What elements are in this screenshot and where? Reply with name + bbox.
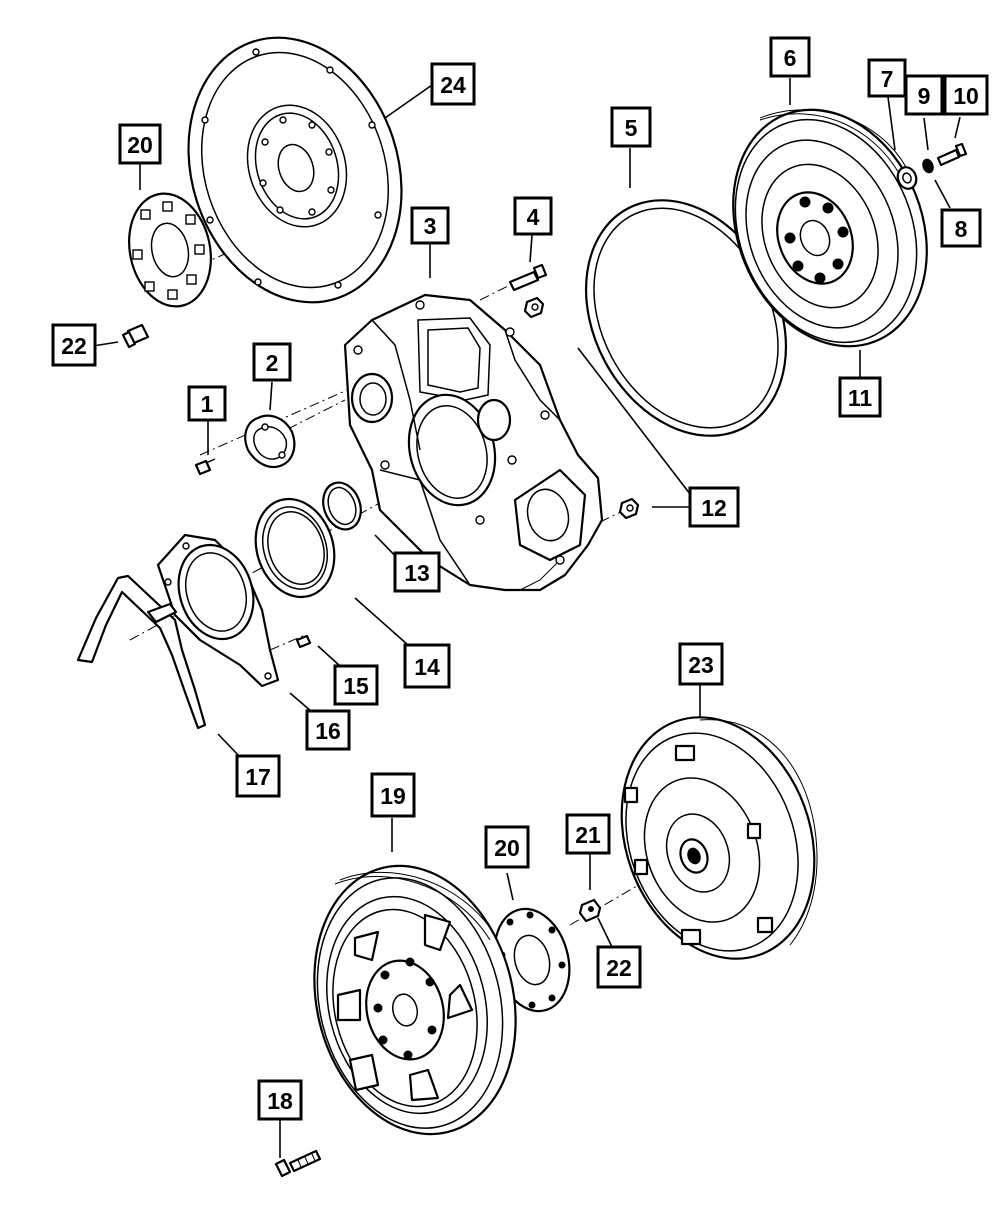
callout-12-label: 12: [701, 495, 727, 521]
part-12-nut-upper: [523, 296, 545, 319]
part-20-retainer-plate-upper: [128, 192, 212, 308]
callout-5: 5: [610, 106, 652, 148]
callout-10: 10: [943, 74, 989, 116]
callout-20-lower: 20: [484, 825, 530, 869]
callout-11-label: 11: [848, 385, 873, 411]
part-8-washer: [922, 158, 934, 174]
callout-20-upper: 20: [118, 123, 162, 165]
callout-20-lower-label: 20: [494, 835, 520, 861]
callout-7: 7: [867, 58, 907, 98]
part-4-bolt: [508, 263, 548, 292]
callout-3-label: 3: [424, 213, 437, 239]
callout-16: 16: [305, 709, 351, 751]
callout-2-label: 2: [266, 350, 279, 376]
part-23-torque-converter: [620, 716, 818, 960]
callout-14: 14: [403, 643, 451, 689]
callout-3: 3: [410, 206, 450, 245]
callout-13-label: 13: [404, 560, 430, 586]
callout-7-label: 7: [881, 66, 894, 92]
callout-6-label: 6: [784, 45, 797, 71]
part-17-bracket: [76, 574, 207, 730]
callout-13: 13: [393, 551, 441, 593]
part-15-bolt: [295, 634, 312, 649]
part-1-bolt: [194, 458, 216, 476]
part-22-bolt-upper: [121, 323, 150, 349]
part-24-flex-plate: [187, 36, 403, 304]
part-2-gasket: [244, 414, 296, 469]
part-18-bolt: [274, 1149, 322, 1178]
callout-12: 12: [688, 486, 740, 528]
callout-2: 2: [252, 342, 292, 382]
callout-6: 6: [769, 36, 811, 78]
callout-11: 11: [838, 376, 882, 418]
callout-1: 1: [187, 385, 227, 422]
callout-10-label: 10: [953, 83, 979, 109]
callout-18-label: 18: [267, 1088, 293, 1114]
callout-1-label: 1: [201, 391, 214, 417]
callout-8: 8: [940, 208, 982, 248]
callout-24-label: 24: [440, 72, 466, 98]
callout-20-upper-label: 20: [127, 132, 153, 158]
callout-5-label: 5: [625, 115, 638, 141]
part-12-nut-lower: [618, 497, 640, 520]
part-16-seal-retainer: [156, 533, 280, 688]
callout-16-label: 16: [315, 718, 341, 744]
callout-21: 21: [565, 813, 611, 855]
callout-4-label: 4: [527, 204, 540, 230]
callout-17: 17: [235, 754, 281, 798]
callout-9: 9: [904, 74, 944, 116]
part-7-bushing: [896, 166, 918, 190]
callout-22-lower-label: 22: [606, 955, 632, 981]
callout-22-upper-label: 22: [61, 333, 87, 359]
callout-15-label: 15: [343, 673, 369, 699]
callout-23: 23: [678, 642, 724, 686]
callout-17-label: 17: [245, 764, 271, 790]
callout-9-label: 9: [918, 83, 931, 109]
callout-23-label: 23: [688, 652, 714, 678]
part-13-o-ring: [322, 481, 362, 531]
part-21-bolt: [578, 898, 602, 923]
leader-lines: [92, 78, 961, 1158]
part-6-flywheel: [732, 108, 928, 348]
callout-19: 19: [370, 772, 416, 818]
part-3-flywheel-housing: [343, 293, 604, 592]
callout-4: 4: [513, 196, 553, 236]
part-10-bolt: [936, 142, 968, 167]
part-14-rear-seal: [254, 497, 336, 599]
callout-15: 15: [333, 664, 379, 706]
callout-22-upper: 22: [51, 323, 97, 367]
callout-22-lower: 22: [596, 945, 642, 989]
callout-21-label: 21: [575, 822, 601, 848]
callout-19-label: 19: [380, 783, 406, 809]
callout-18: 18: [257, 1079, 303, 1121]
callout-8-label: 8: [955, 216, 968, 242]
part-19-flywheel: [313, 864, 517, 1136]
callout-24: 24: [430, 62, 476, 106]
callout-14-label: 14: [414, 654, 440, 680]
